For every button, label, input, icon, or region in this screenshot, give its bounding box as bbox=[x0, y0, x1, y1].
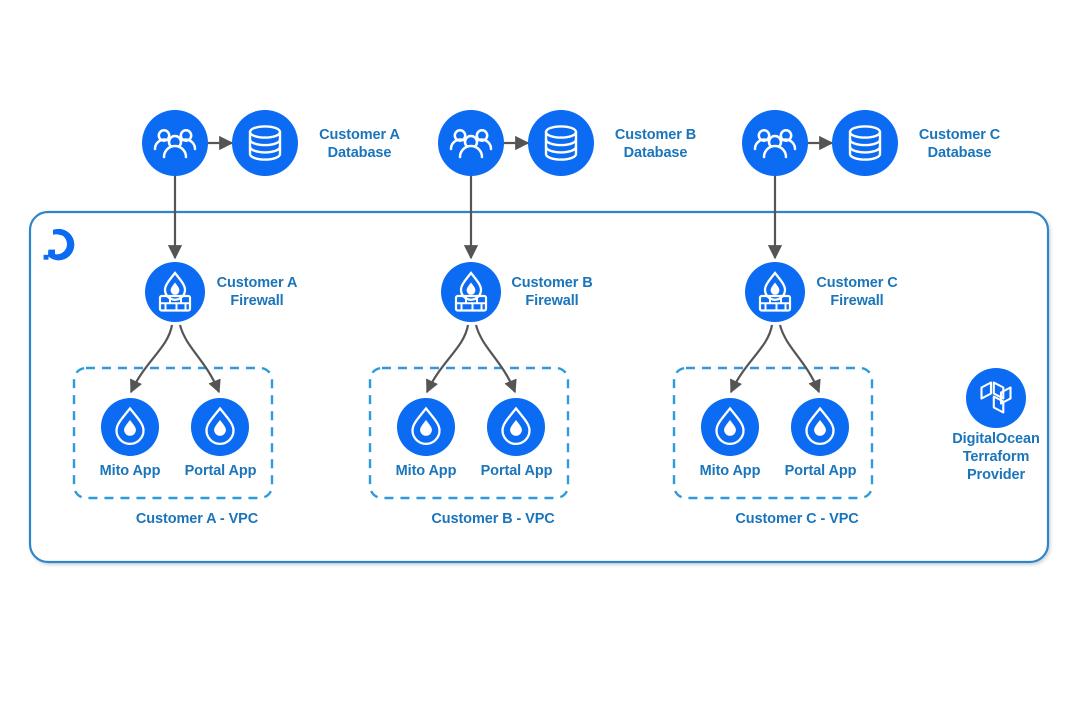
node-users-a[interactable] bbox=[142, 110, 208, 176]
droplet-app-icon bbox=[115, 406, 145, 446]
users-icon bbox=[753, 129, 797, 159]
label-app-portal-b: Portal App bbox=[480, 463, 553, 479]
label-app-mito-b: Mito App bbox=[395, 463, 457, 479]
label-vpc-b: Customer B - VPC bbox=[431, 511, 555, 527]
node-users-c[interactable] bbox=[742, 110, 808, 176]
firewall-icon bbox=[454, 271, 488, 312]
terraform-logo-icon bbox=[980, 381, 1012, 414]
users-icon bbox=[449, 129, 493, 159]
label-firewall-a: Customer A Firewall bbox=[216, 275, 298, 309]
connector-firewall-portal-a bbox=[178, 324, 221, 394]
node-firewall-b[interactable] bbox=[441, 262, 501, 322]
connector-firewall-mito-c bbox=[730, 324, 774, 394]
label-database-b: Customer B Database bbox=[614, 127, 697, 161]
node-firewall-a[interactable] bbox=[145, 262, 205, 322]
node-terraform-provider[interactable] bbox=[966, 368, 1026, 428]
label-database-c: Customer C Database bbox=[918, 127, 1001, 161]
database-icon bbox=[544, 125, 578, 161]
droplet-app-icon bbox=[205, 406, 235, 446]
node-app-portal-a[interactable] bbox=[191, 398, 249, 456]
vpc-box-c bbox=[672, 366, 874, 500]
label-vpc-a: Customer A - VPC bbox=[135, 511, 259, 527]
node-users-b[interactable] bbox=[438, 110, 504, 176]
label-app-mito-a: Mito App bbox=[99, 463, 161, 479]
droplet-app-icon bbox=[715, 406, 745, 446]
node-app-mito-b[interactable] bbox=[397, 398, 455, 456]
label-app-mito-c: Mito App bbox=[699, 463, 761, 479]
node-firewall-c[interactable] bbox=[745, 262, 805, 322]
connector-firewall-portal-b bbox=[474, 324, 517, 394]
label-app-portal-c: Portal App bbox=[784, 463, 857, 479]
droplet-app-icon bbox=[411, 406, 441, 446]
users-icon bbox=[153, 129, 197, 159]
label-terraform-provider: DigitalOcean Terraform Provider bbox=[952, 431, 1040, 483]
vpc-box-b bbox=[368, 366, 570, 500]
label-app-portal-a: Portal App bbox=[184, 463, 257, 479]
label-firewall-c: Customer C Firewall bbox=[816, 275, 898, 309]
node-database-c[interactable] bbox=[832, 110, 898, 176]
firewall-icon bbox=[158, 271, 192, 312]
digitalocean-logo bbox=[43, 228, 75, 261]
database-icon bbox=[848, 125, 882, 161]
vpc-box-a bbox=[72, 366, 274, 500]
connector-firewall-mito-a bbox=[130, 324, 174, 394]
node-app-mito-a[interactable] bbox=[101, 398, 159, 456]
connector-firewall-mito-b bbox=[426, 324, 470, 394]
node-database-b[interactable] bbox=[528, 110, 594, 176]
firewall-icon bbox=[758, 271, 792, 312]
label-firewall-b: Customer B Firewall bbox=[511, 275, 593, 309]
droplet-app-icon bbox=[501, 406, 531, 446]
node-app-portal-c[interactable] bbox=[791, 398, 849, 456]
label-database-a: Customer A Database bbox=[319, 127, 400, 161]
droplet-app-icon bbox=[805, 406, 835, 446]
connector-firewall-portal-c bbox=[778, 324, 821, 394]
database-icon bbox=[248, 125, 282, 161]
node-app-mito-c[interactable] bbox=[701, 398, 759, 456]
node-app-portal-b[interactable] bbox=[487, 398, 545, 456]
node-database-a[interactable] bbox=[232, 110, 298, 176]
label-vpc-c: Customer C - VPC bbox=[735, 511, 859, 527]
